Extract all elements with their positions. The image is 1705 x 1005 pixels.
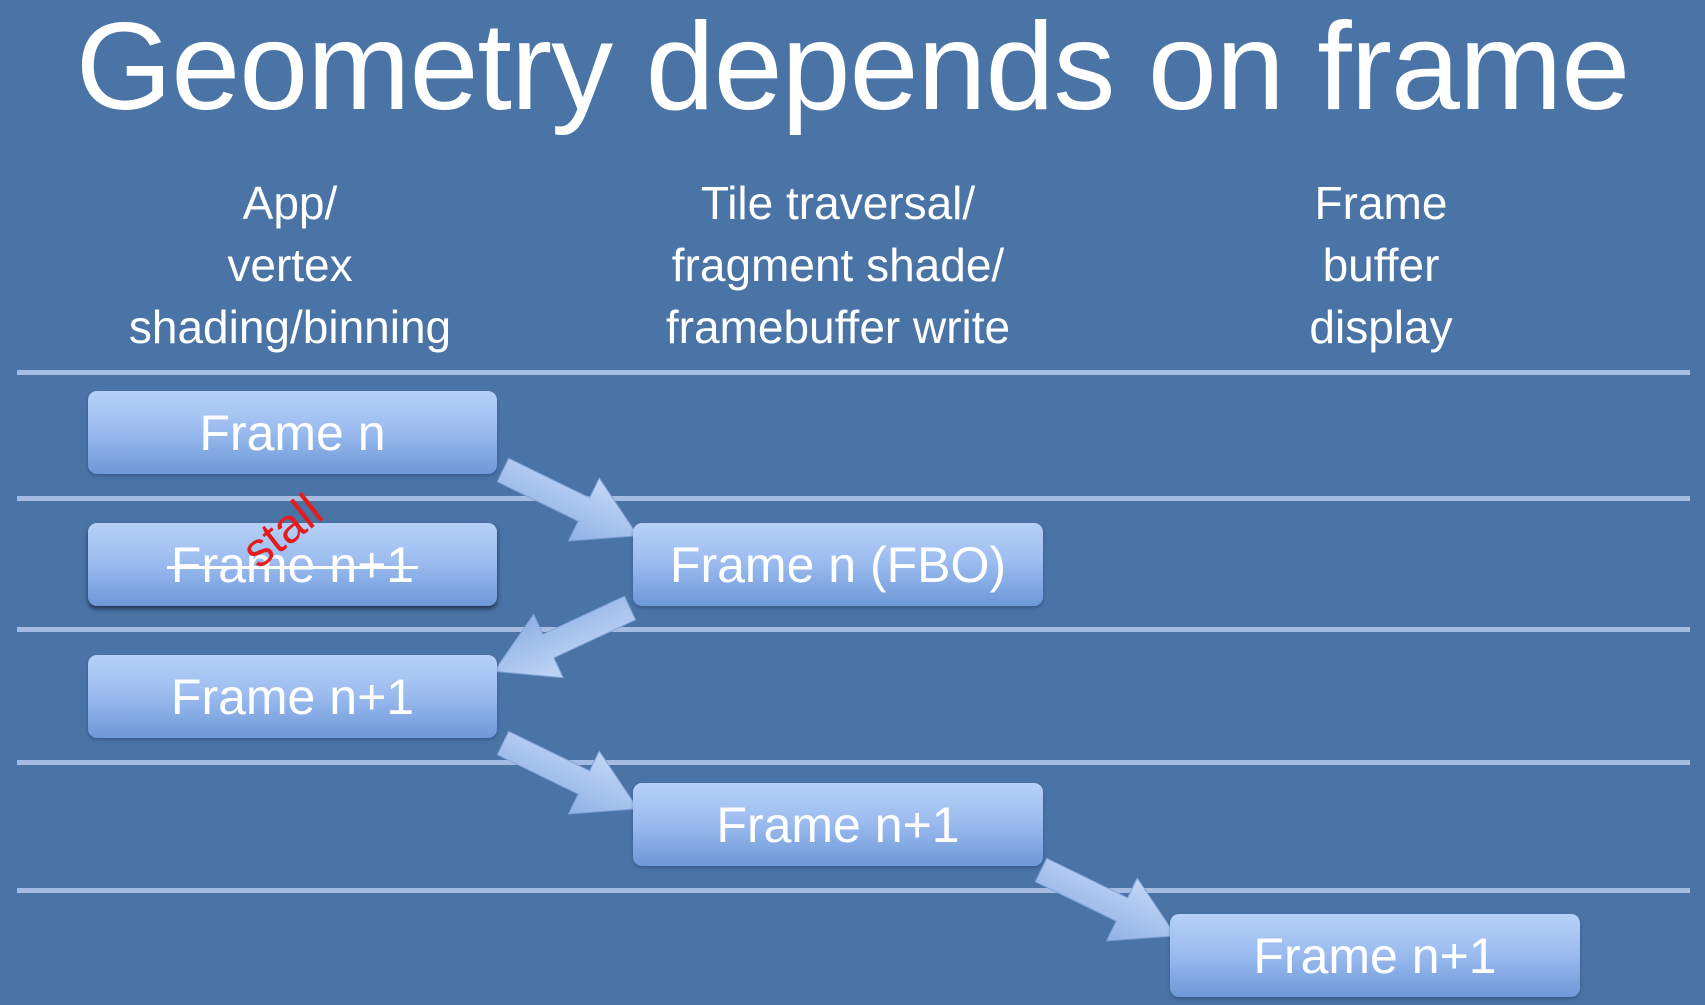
row-divider — [17, 627, 1690, 632]
row-divider — [17, 760, 1690, 765]
row-divider — [17, 888, 1690, 893]
frame-n1-struck-label: Frame n+1 — [166, 536, 419, 594]
frame-n-box: Frame n — [88, 391, 497, 474]
column-header-line: fragment shade/ — [671, 239, 1005, 291]
column-header-line: display — [1309, 301, 1453, 353]
row-divider — [17, 370, 1690, 375]
slide-title: Geometry depends on frame — [75, 0, 1630, 136]
arrow-tile-to-display — [1034, 857, 1177, 942]
frame-n-fbo-box: Frame n (FBO) — [633, 523, 1043, 606]
column-header-line: Tile traversal/ — [700, 177, 976, 229]
frame-n1-tile-box: Frame n+1 — [633, 783, 1043, 866]
arrow-fbo-back-to-app — [493, 595, 637, 679]
strikethrough-line — [166, 565, 419, 569]
column-header-line: Frame — [1314, 177, 1448, 229]
frame-n1-tile-label: Frame n+1 — [716, 796, 960, 853]
column-header-tile: Tile traversal/ fragment shade/ framebuf… — [578, 172, 1098, 358]
column-header-line: buffer — [1322, 239, 1440, 291]
frame-n1-display-label: Frame n+1 — [1253, 927, 1497, 984]
column-header-line: framebuffer write — [665, 301, 1011, 353]
column-header-line: shading/binning — [128, 301, 452, 353]
column-header-display: Frame buffer display — [1121, 172, 1641, 358]
frame-n1-app-box: Frame n+1 — [88, 655, 497, 738]
column-header-line: App/ — [242, 177, 338, 229]
frame-n-fbo-label: Frame n (FBO) — [669, 536, 1007, 593]
column-header-line: vertex — [227, 239, 353, 291]
frame-n1-stalled-box: Frame n+1 — [88, 523, 497, 606]
column-header-app: App/ vertex shading/binning — [30, 172, 550, 358]
frame-n1-display-box: Frame n+1 — [1170, 914, 1580, 997]
frame-n-label: Frame n — [199, 404, 386, 461]
struck-text: Frame n+1 — [170, 536, 415, 593]
arrow-app-to-tile — [496, 730, 639, 815]
arrow-frame-n-to-fbo — [496, 457, 639, 542]
frame-n1-app-label: Frame n+1 — [170, 668, 415, 725]
row-divider — [17, 496, 1690, 501]
